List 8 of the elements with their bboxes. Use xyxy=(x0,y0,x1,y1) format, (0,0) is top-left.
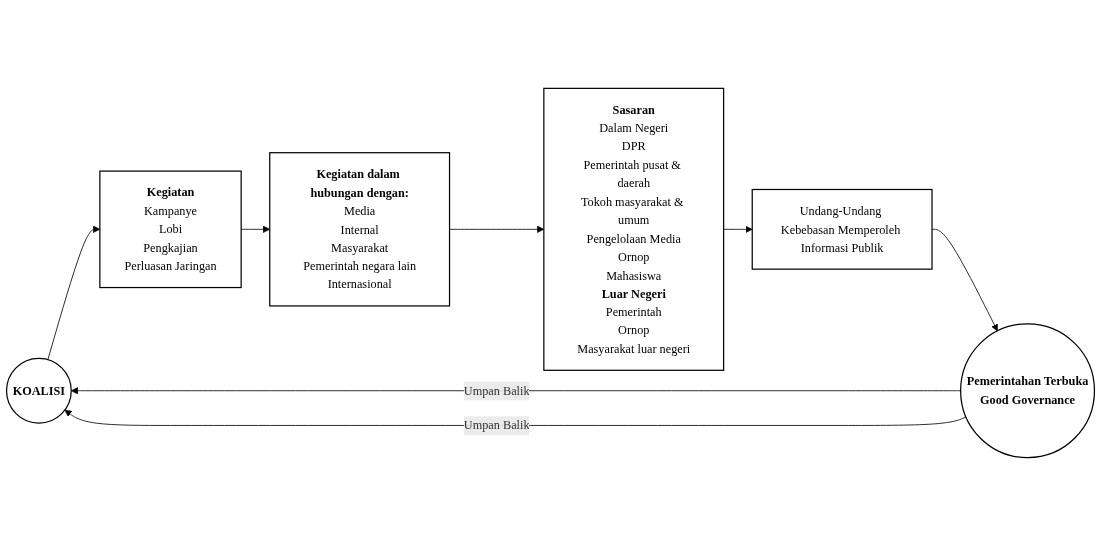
node-box: Kegiatan Kampanye Lobi Pengkajian Perluasan Jaringan xyxy=(99,170,242,289)
node-box: Sasaran Dalam Negeri DPR Pemerintah pusat & daerah Tokoh masyarakat & umum Pengelolaan Media Ornop Mahasiswa Luar Negeri Pemerintah Ornop Masyarakat luar negeri xyxy=(543,87,725,371)
edge-label: Umpan Balik xyxy=(463,383,530,398)
edge-label: Umpan Balik xyxy=(463,418,530,432)
node-box: Kegiatan dalam hubungan dengan: Media Internal Masyarakat Pemerintah negara lain Internasional xyxy=(269,152,451,307)
node-circle: Pemerintahan Terbuka Good Governance xyxy=(960,323,1096,459)
node-box: Undang-Undang Kebebasan Memperoleh Informasi Publik xyxy=(751,188,933,270)
node-circle: KOALISI xyxy=(5,357,72,424)
